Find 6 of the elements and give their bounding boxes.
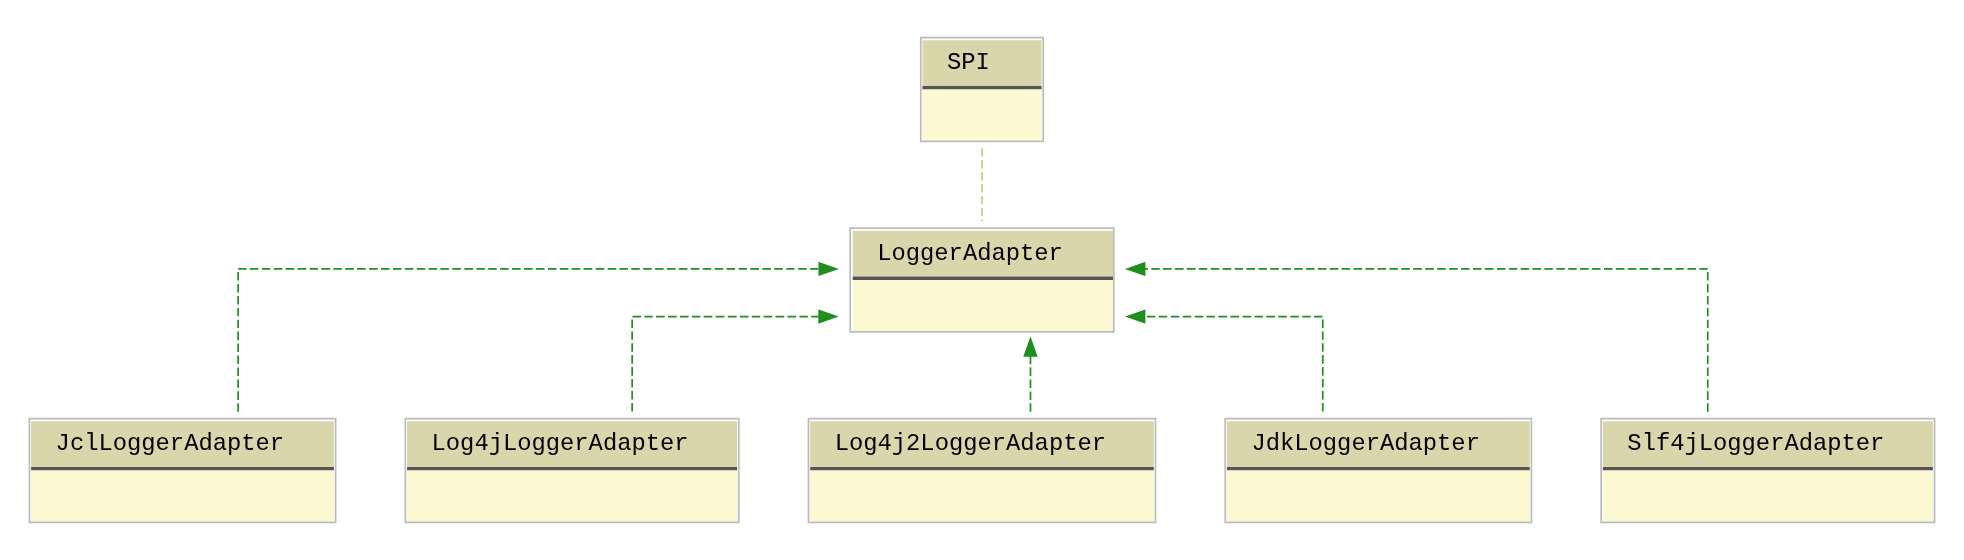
arrow	[1124, 309, 1324, 413]
arrow	[631, 309, 839, 413]
arrow	[1124, 261, 1709, 413]
connector	[981, 147, 983, 222]
arrow	[1023, 336, 1038, 413]
arrow	[237, 261, 839, 413]
